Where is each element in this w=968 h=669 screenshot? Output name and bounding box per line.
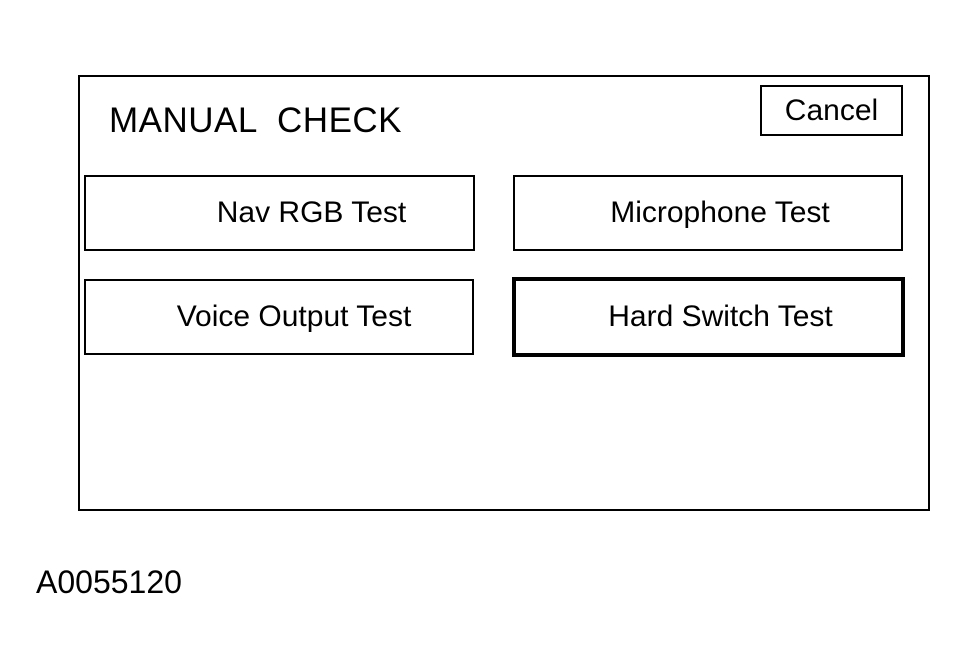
manual-check-screen: MANUAL CHECK Cancel Nav RGB Test Microph… <box>78 75 930 511</box>
screen-title: MANUAL CHECK <box>109 101 403 140</box>
nav-rgb-test-button[interactable]: Nav RGB Test <box>84 175 475 251</box>
cancel-button-label: Cancel <box>784 93 879 127</box>
microphone-test-button[interactable]: Microphone Test <box>513 175 903 251</box>
nav-rgb-test-label: Nav RGB Test <box>216 196 407 229</box>
cancel-button[interactable]: Cancel <box>760 85 903 136</box>
voice-output-test-button[interactable]: Voice Output Test <box>84 279 474 355</box>
hard-switch-test-label: Hard Switch Test <box>608 300 833 333</box>
voice-output-test-label: Voice Output Test <box>176 300 412 333</box>
figure-id-label: A0055120 <box>36 564 182 600</box>
hard-switch-test-button[interactable]: Hard Switch Test <box>512 277 905 357</box>
microphone-test-label: Microphone Test <box>610 196 830 229</box>
